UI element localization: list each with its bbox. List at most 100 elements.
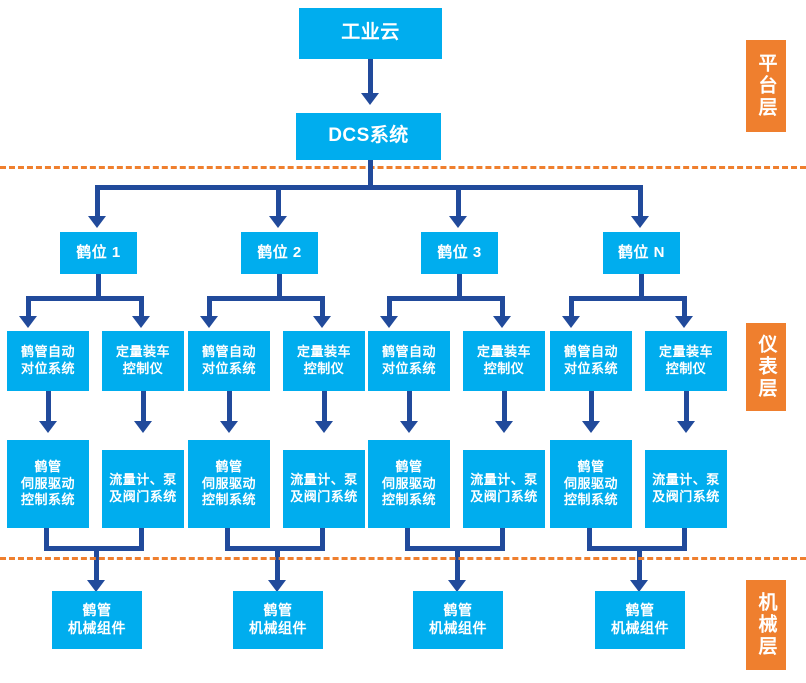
connector-group-1-down: [96, 274, 101, 298]
node-g1-mechanical-assembly[interactable]: 鹤管 机械组件: [52, 591, 142, 649]
g2-sub0-line2: 伺服驱动: [201, 475, 256, 491]
connector-dcs-bus: [95, 185, 643, 190]
node-loading-bay-3[interactable]: 鹤位 3: [421, 232, 498, 274]
layer-tag-platform: 平台层: [746, 40, 786, 132]
g3-mech-line2: 机械组件: [429, 620, 487, 636]
connector-group-2-down: [277, 274, 282, 298]
arrow-bus-to-group-3: [449, 216, 467, 228]
node-g1-metering-controller[interactable]: 定量装车 控制仪: [102, 331, 184, 391]
node-g4-mechanical-assembly[interactable]: 鹤管 机械组件: [595, 591, 685, 649]
connector-group-4-left: [569, 296, 574, 318]
node-g3-servo-drive-control[interactable]: 鹤管 伺服驱动 控制系统: [368, 440, 450, 528]
node-g2-auto-alignment[interactable]: 鹤管自动 对位系统: [188, 331, 270, 391]
arrow-g4-to-mechanical: [630, 580, 648, 592]
arrow-group-2-right: [313, 316, 331, 328]
connector-group-4-bus: [569, 296, 687, 301]
g3-sub0-line2: 伺服驱动: [381, 475, 436, 491]
connector-group-3-right: [500, 296, 505, 318]
g1-mech-line2: 机械组件: [68, 620, 126, 636]
arrow-g4-inst0-down: [582, 421, 600, 433]
g3-sub0-line3: 控制系统: [381, 492, 436, 508]
connector-g2-inst0-down: [227, 391, 232, 423]
arrow-g1-to-mechanical: [87, 580, 105, 592]
arrow-group-1-left: [19, 316, 37, 328]
node-loading-bay-2[interactable]: 鹤位 2: [241, 232, 318, 274]
node-g2-flowmeter-pump-valve[interactable]: 流量计、泵 及阀门系统: [283, 450, 365, 528]
g2-sub1-line2: 及阀门系统: [290, 489, 358, 504]
g2-mech-line1: 鹤管: [263, 602, 293, 619]
node-loading-bay-1[interactable]: 鹤位 1: [60, 232, 137, 274]
g2-sub0-line3: 控制系统: [201, 492, 256, 508]
arrow-g3-inst0-down: [400, 421, 418, 433]
connector-dcs-down: [368, 160, 373, 188]
arrow-group-2-left: [200, 316, 218, 328]
node-g3-auto-alignment[interactable]: 鹤管自动 对位系统: [368, 331, 450, 391]
node-g1-auto-alignment[interactable]: 鹤管自动 对位系统: [7, 331, 89, 391]
g3-sub1-line2: 及阀门系统: [470, 489, 538, 504]
connector-g2-merge-right: [320, 528, 325, 550]
g4-inst1-line1: 定量装车: [658, 344, 713, 360]
connector-group-1-left: [26, 296, 31, 318]
node-dcs-system[interactable]: DCS系统: [296, 113, 441, 160]
divider-platform-instrument: [0, 166, 806, 169]
node-g4-servo-drive-control[interactable]: 鹤管 伺服驱动 控制系统: [550, 440, 632, 528]
connector-g3-merge-left: [405, 528, 410, 550]
arrow-g3-to-mechanical: [448, 580, 466, 592]
g2-inst1-line2: 控制仪: [303, 361, 345, 376]
connector-g3-inst1-down: [502, 391, 507, 423]
node-loading-bay-n[interactable]: 鹤位 N: [603, 232, 680, 274]
arrow-group-1-right: [132, 316, 150, 328]
connector-g1-merge-right: [139, 528, 144, 550]
node-g1-flowmeter-pump-valve[interactable]: 流量计、泵 及阀门系统: [102, 450, 184, 528]
connector-g1-merge-left: [44, 528, 49, 550]
g3-inst0-line1: 鹤管自动: [381, 344, 436, 360]
g2-mech-line2: 机械组件: [249, 620, 307, 636]
connector-g3-inst0-down: [407, 391, 412, 423]
connector-g2-merge-left: [225, 528, 230, 550]
connector-g3-merge-down: [455, 546, 460, 584]
connector-g4-merge-down: [637, 546, 642, 584]
connector-bus-to-group-4: [638, 185, 643, 218]
g3-inst1-line2: 控制仪: [483, 361, 525, 376]
connector-g1-merge-down: [94, 546, 99, 584]
node-g2-servo-drive-control[interactable]: 鹤管 伺服驱动 控制系统: [188, 440, 270, 528]
arrow-bus-to-group-2: [269, 216, 287, 228]
node-g1-servo-drive-control[interactable]: 鹤管 伺服驱动 控制系统: [7, 440, 89, 528]
arrow-g1-inst1-down: [134, 421, 152, 433]
node-g4-flowmeter-pump-valve[interactable]: 流量计、泵 及阀门系统: [645, 450, 727, 528]
connector-g1-inst1-down: [141, 391, 146, 423]
g4-mech-line2: 机械组件: [611, 620, 669, 636]
node-g3-metering-controller[interactable]: 定量装车 控制仪: [463, 331, 545, 391]
arrow-g4-inst1-down: [677, 421, 695, 433]
node-g3-mechanical-assembly[interactable]: 鹤管 机械组件: [413, 591, 503, 649]
node-g3-flowmeter-pump-valve[interactable]: 流量计、泵 及阀门系统: [463, 450, 545, 528]
g4-sub1-line2: 及阀门系统: [652, 489, 720, 504]
connector-group-2-left: [207, 296, 212, 318]
g3-inst0-line2: 对位系统: [381, 361, 436, 376]
g1-mech-line1: 鹤管: [82, 602, 112, 619]
g3-mech-line1: 鹤管: [443, 602, 473, 619]
arrow-bus-to-group-1: [88, 216, 106, 228]
connector-group-4-right: [682, 296, 687, 318]
arrow-group-4-right: [675, 316, 693, 328]
layer-tag-instrument: 仪表层: [746, 323, 786, 411]
connector-g2-inst1-down: [322, 391, 327, 423]
connector-group-3-left: [387, 296, 392, 318]
g1-sub1-line2: 及阀门系统: [109, 489, 177, 504]
node-g2-metering-controller[interactable]: 定量装车 控制仪: [283, 331, 365, 391]
g4-sub0-line1: 鹤管: [577, 459, 605, 475]
node-g2-mechanical-assembly[interactable]: 鹤管 机械组件: [233, 591, 323, 649]
g3-sub0-line1: 鹤管: [395, 459, 423, 475]
node-g4-metering-controller[interactable]: 定量装车 控制仪: [645, 331, 727, 391]
arrow-group-4-left: [562, 316, 580, 328]
connector-g3-merge-right: [500, 528, 505, 550]
node-industrial-cloud[interactable]: 工业云: [299, 8, 442, 59]
connector-g1-inst0-down: [46, 391, 51, 423]
connector-bus-to-group-2: [276, 185, 281, 218]
node-g4-auto-alignment[interactable]: 鹤管自动 对位系统: [550, 331, 632, 391]
arrow-g2-to-mechanical: [268, 580, 286, 592]
g1-inst1-line1: 定量装车: [115, 344, 170, 360]
connector-group-2-bus: [207, 296, 325, 301]
g1-sub0-line1: 鹤管: [34, 459, 62, 475]
